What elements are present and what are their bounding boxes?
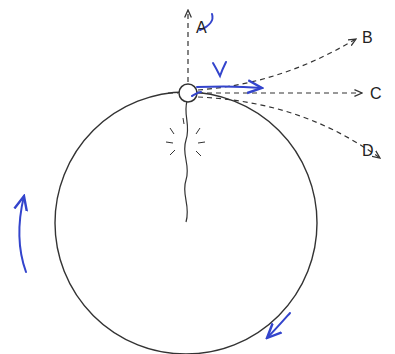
string [185,101,188,222]
hand-annotations [19,14,290,338]
circular-path [55,92,317,354]
break-marks [166,118,205,156]
trajectories [168,10,380,158]
ball [179,84,197,102]
trajectory-label: B [362,30,373,46]
trajectory-label: C [370,86,382,102]
trajectory-label: A [196,20,207,36]
trajectory-label: D [362,143,374,159]
